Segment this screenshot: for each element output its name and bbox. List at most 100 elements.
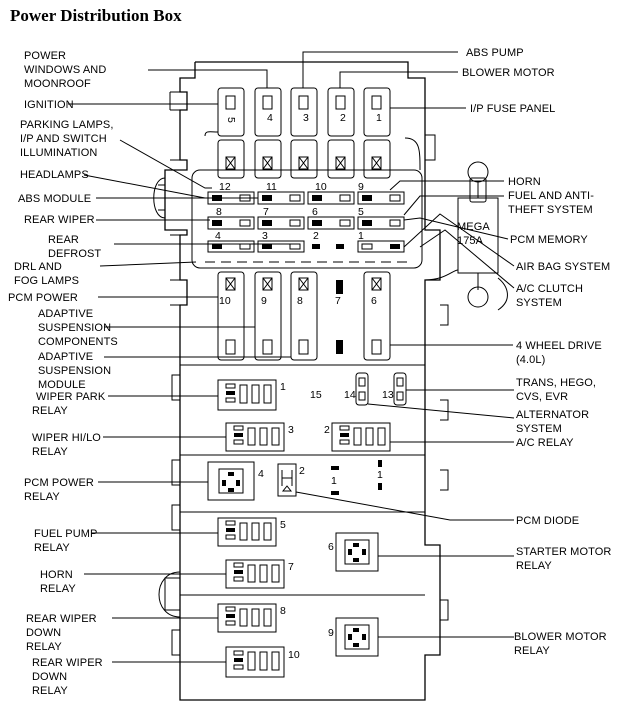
mini-fuse-10-number: 10 xyxy=(315,181,327,193)
large-fuse-9-number: 9 xyxy=(261,295,267,307)
label-rear-wiper: REAR WIPER xyxy=(24,214,95,226)
label-pcm-power-relay-2: RELAY xyxy=(24,491,60,503)
relay-5-fuel-pump xyxy=(217,517,277,547)
label-rear-wiper-down-2a: REAR WIPER xyxy=(32,657,103,669)
label-drl-fog-2: FOG LAMPS xyxy=(14,275,79,287)
label-horn-relay-2: RELAY xyxy=(40,583,76,595)
relay-10-number: 10 xyxy=(288,649,300,661)
label-wiper-hilo-1: WIPER HI/LO xyxy=(32,432,101,444)
mini-fuse-9-number: 9 xyxy=(358,181,364,193)
label-abs-pump: ABS PUMP xyxy=(466,47,524,59)
mini-fuse-6-number: 6 xyxy=(312,206,318,218)
label-fuel-anti-theft-1: FUEL AND ANTI- xyxy=(508,190,594,202)
mini-fuse-5-number: 5 xyxy=(358,206,364,218)
label-4wd-2: (4.0L) xyxy=(516,354,545,366)
mini-fuse-3-number: 3 xyxy=(262,230,268,242)
large-fuse-6-number: 6 xyxy=(371,295,377,307)
label-alternator-1: ALTERNATOR xyxy=(516,409,589,421)
label-parking-lamps-3: ILLUMINATION xyxy=(20,147,97,159)
pcm-diode xyxy=(277,463,297,497)
large-fuse-8-number: 8 xyxy=(297,295,303,307)
label-adaptive-module-2: SUSPENSION xyxy=(38,365,111,377)
mini-fuse-12-number: 12 xyxy=(219,181,231,193)
relay-6-starter xyxy=(335,532,379,572)
label-alternator-2: SYSTEM xyxy=(516,423,562,435)
page-title: Power Distribution Box xyxy=(10,6,182,25)
mini-fuse-11-number: 11 xyxy=(266,181,277,193)
label-drl-fog-1: DRL AND xyxy=(14,261,62,273)
label-air-bag: AIR BAG SYSTEM xyxy=(516,261,610,273)
relay-4-pcm-power xyxy=(207,461,255,501)
relay-4-number: 4 xyxy=(258,468,264,480)
label-horn-relay-1: HORN xyxy=(40,569,73,581)
label-pcm-diode: PCM DIODE xyxy=(516,515,579,527)
label-rear-wiper-down-1b: DOWN xyxy=(26,627,61,639)
large-fuse-row xyxy=(217,271,391,361)
label-headlamps: HEADLAMPS xyxy=(20,169,89,181)
label-pcm-power: PCM POWER xyxy=(8,292,78,304)
large-fuse-7-number: 7 xyxy=(335,295,341,307)
mini-fuse-row-2 xyxy=(207,216,405,230)
relay-8-number: 8 xyxy=(280,605,286,617)
label-wiper-park-1: WIPER PARK xyxy=(36,391,106,403)
fuse-5-number: 5 xyxy=(225,117,237,123)
large-fuse-10-number: 10 xyxy=(219,295,231,307)
label-4wd-1: 4 WHEEL DRIVE xyxy=(516,340,602,352)
relay-3-number: 3 xyxy=(288,424,294,436)
diode-number: 2 xyxy=(299,465,305,477)
relay-2-ac xyxy=(331,422,391,452)
small-fuse-14-number: 14 xyxy=(344,389,356,401)
label-pcm-power-relay-1: PCM POWER xyxy=(24,477,94,489)
fuse-2-number: 2 xyxy=(340,112,346,124)
mini-fuse-panel xyxy=(191,169,423,269)
label-starter-motor-2: RELAY xyxy=(516,560,552,572)
relay-5-number: 5 xyxy=(280,519,286,531)
label-parking-lamps-1: PARKING LAMPS, xyxy=(20,119,114,131)
small-fuse-14 xyxy=(355,372,369,406)
relay-7-number: 7 xyxy=(288,561,294,573)
label-wiper-park-2: RELAY xyxy=(32,405,68,417)
label-pcm-memory: PCM MEMORY xyxy=(510,234,588,246)
label-adaptive-components-3: COMPONENTS xyxy=(38,336,118,348)
mini-fuse-1-number: 1 xyxy=(358,230,364,242)
label-blower-relay-2: RELAY xyxy=(514,645,550,657)
label-trans-hego-1: TRANS, HEGO, xyxy=(516,377,596,389)
label-adaptive-components-1: ADAPTIVE xyxy=(38,308,93,320)
mini-fuse-4-number: 4 xyxy=(215,230,221,242)
mega-fuse xyxy=(424,161,508,311)
label-adaptive-components-2: SUSPENSION xyxy=(38,322,111,334)
label-ignition: IGNITION xyxy=(24,99,74,111)
label-rear-wiper-down-1a: REAR WIPER xyxy=(26,613,97,625)
label-ac-relay: A/C RELAY xyxy=(516,437,574,449)
slot-15-number: 15 xyxy=(310,389,322,401)
relay-1-number: 1 xyxy=(280,381,286,393)
label-rear-wiper-down-1c: RELAY xyxy=(26,641,62,653)
label-blower-motor: BLOWER MOTOR xyxy=(462,67,555,79)
mini-fuse-8-number: 8 xyxy=(216,206,222,218)
label-ac-clutch-1: A/C CLUTCH xyxy=(516,283,583,295)
label-wiper-hilo-2: RELAY xyxy=(32,446,68,458)
diode-slot-1a-number: 1 xyxy=(331,475,337,487)
mega-label-line-1: MEGA xyxy=(457,221,490,233)
label-fuel-anti-theft-2: THEFT SYSTEM xyxy=(508,204,593,216)
label-adaptive-module-1: ADAPTIVE xyxy=(38,351,93,363)
fuse-1-number: 1 xyxy=(376,112,382,124)
label-rear-wiper-down-2c: RELAY xyxy=(32,685,68,697)
label-abs-module: ABS MODULE xyxy=(18,193,91,205)
relay-9-number: 9 xyxy=(328,627,334,639)
label-power-windows-3: MOONROOF xyxy=(24,78,91,90)
fuse-4-number: 4 xyxy=(267,112,273,124)
label-starter-motor-1: STARTER MOTOR xyxy=(516,546,611,558)
label-power-windows-2: WINDOWS AND xyxy=(24,64,106,76)
label-rear-defrost-2: DEFROST xyxy=(48,248,101,260)
mini-fuse-2-number: 2 xyxy=(313,230,319,242)
label-rear-wiper-down-2b: DOWN xyxy=(32,671,67,683)
label-fuel-pump-2: RELAY xyxy=(34,542,70,554)
mini-fuse-7-number: 7 xyxy=(263,206,269,218)
fuse-3-number: 3 xyxy=(303,112,309,124)
label-rear-defrost-1: REAR xyxy=(48,234,79,246)
relay-3-wiper-hilo xyxy=(225,422,285,452)
label-adaptive-module-3: MODULE xyxy=(38,379,86,391)
box-outline xyxy=(153,61,449,701)
